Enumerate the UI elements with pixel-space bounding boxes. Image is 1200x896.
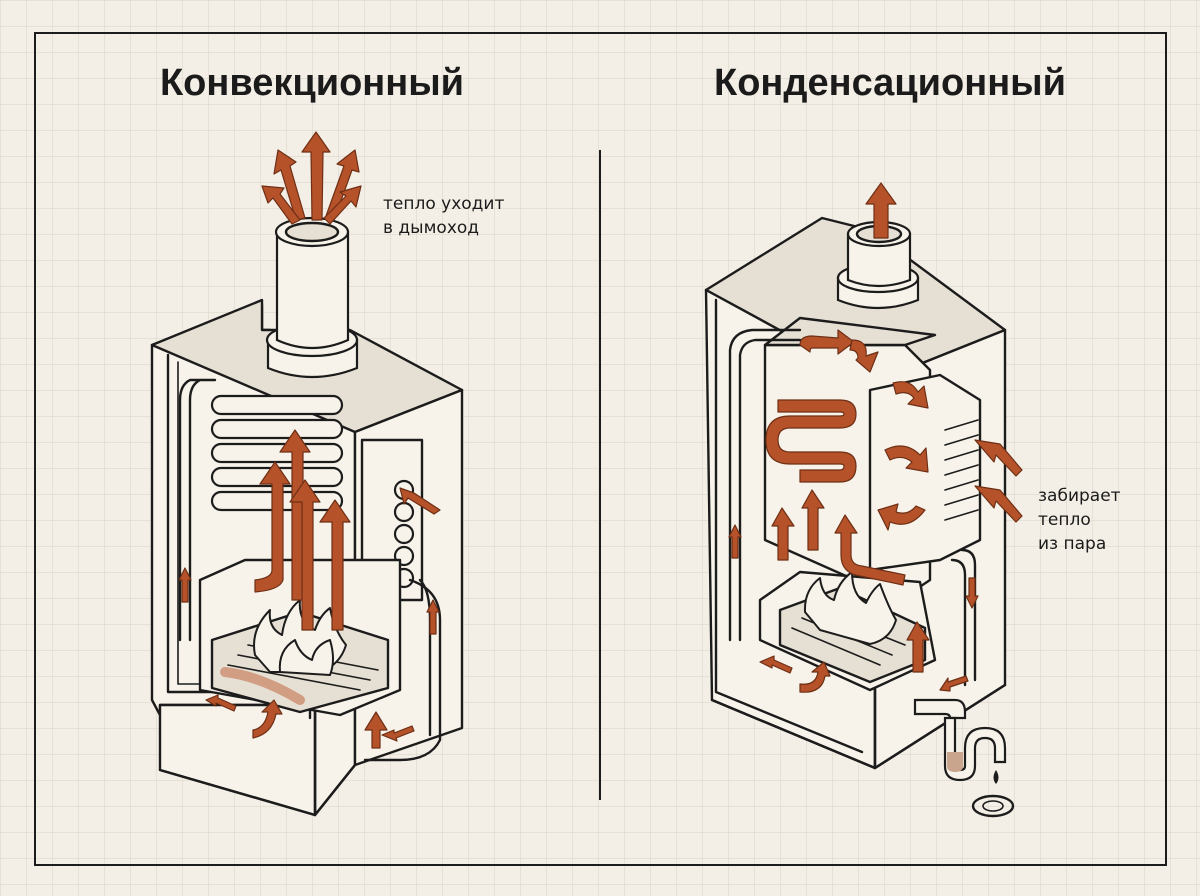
heat-arrows-convection: [254, 429, 351, 631]
heat-exchanger-tube: [210, 418, 344, 440]
flow-arrow: [252, 699, 283, 739]
fin: [944, 449, 979, 461]
fin: [944, 494, 979, 506]
intake-arrow: [974, 485, 1023, 523]
casing-inner-outline: [714, 298, 864, 754]
drain-siphon: [943, 716, 1007, 782]
intake-arrow: [974, 439, 1023, 477]
flow-arrow: [759, 655, 793, 674]
gas-path-arrow: [799, 329, 855, 355]
casing-edge-2: [158, 768, 317, 817]
water-flow-arrows-left: [178, 487, 441, 749]
fin: [944, 434, 979, 446]
convection-boiler: тепло уходит в дымоход: [150, 131, 504, 817]
water-pipe-right: [950, 548, 977, 687]
rising-arrow: [834, 514, 906, 586]
casing-edge-3: [313, 763, 357, 817]
flow-arrow: [364, 711, 388, 749]
gas-path-arrow: [849, 339, 879, 373]
swirl-arrow: [884, 445, 929, 473]
left-annotation-line2: в дымоход: [383, 218, 479, 238]
flow-arrow: [381, 725, 415, 742]
condensate-trap: [913, 698, 1015, 818]
chimney-pipe: [275, 230, 350, 350]
heat-exchanger-tubes: [210, 394, 344, 512]
condensing-fins: [944, 419, 979, 521]
return-pipe: [178, 378, 217, 642]
condensate-water: [947, 752, 963, 772]
left-title: Конвекционный: [160, 62, 464, 104]
flow-arrow: [178, 567, 192, 603]
drain-pipe-horizontal: [913, 698, 967, 720]
rising-arrow: [906, 621, 930, 673]
right-annotation-line2: тепло: [1038, 510, 1091, 530]
rising-arrow: [801, 489, 825, 551]
right-annotation-line1: забирает: [1038, 486, 1121, 506]
condensate-drop: [993, 770, 999, 784]
floor-drain-inner: [982, 800, 1004, 812]
chimney-exhaust-arrows: [261, 131, 362, 225]
flame: [278, 639, 334, 676]
chimney-exhaust-arrow: [865, 182, 897, 239]
exhaust-arrow: [273, 149, 306, 221]
heat-arrow: [289, 479, 321, 631]
grate-bar: [791, 627, 881, 666]
heat-arrow: [254, 461, 291, 593]
flow-arrow: [965, 577, 979, 609]
fin: [944, 509, 979, 521]
manifold-port: [393, 501, 415, 523]
burner-flames: [803, 571, 897, 645]
exhaust-arrow: [323, 185, 362, 225]
flow-arrow: [399, 487, 441, 515]
heat-exchanger-tube: [210, 442, 344, 464]
manifold-port: [393, 523, 415, 545]
fin: [944, 419, 979, 431]
flow-arrow: [728, 524, 742, 559]
gas-path-arrow: [892, 381, 929, 409]
outer-frame: [34, 32, 1167, 866]
condensing-boiler: забирает тепло из пара: [704, 182, 1121, 818]
burner-glow: [220, 667, 305, 705]
right-annotation-line3: из пара: [1038, 534, 1106, 554]
fin: [944, 464, 979, 476]
exhaust-arrow: [261, 185, 301, 225]
flow-arrow: [426, 599, 440, 635]
fin: [944, 479, 979, 491]
left-annotation-line1: тепло уходит: [383, 194, 504, 214]
rising-arrow: [771, 507, 795, 561]
flow-arrow: [799, 661, 831, 693]
grate-bar: [227, 664, 361, 691]
flow-arrow: [205, 694, 237, 712]
chimney-pipe: [846, 232, 912, 288]
heat-arrows-condensing: [728, 182, 1023, 693]
floor-drain: [971, 794, 1015, 818]
flow-arrow: [939, 675, 969, 692]
heat-exchanger-tube: [210, 394, 344, 416]
chimney-opening: [284, 221, 340, 243]
heat-arrow: [319, 499, 351, 631]
coil-arrow: [765, 399, 857, 483]
swirl-arrow: [877, 503, 926, 531]
flame: [803, 571, 897, 645]
water-pipe-left: [728, 328, 802, 642]
right-title: Конденсационный: [714, 62, 1066, 104]
exhaust-arrow: [301, 131, 331, 221]
